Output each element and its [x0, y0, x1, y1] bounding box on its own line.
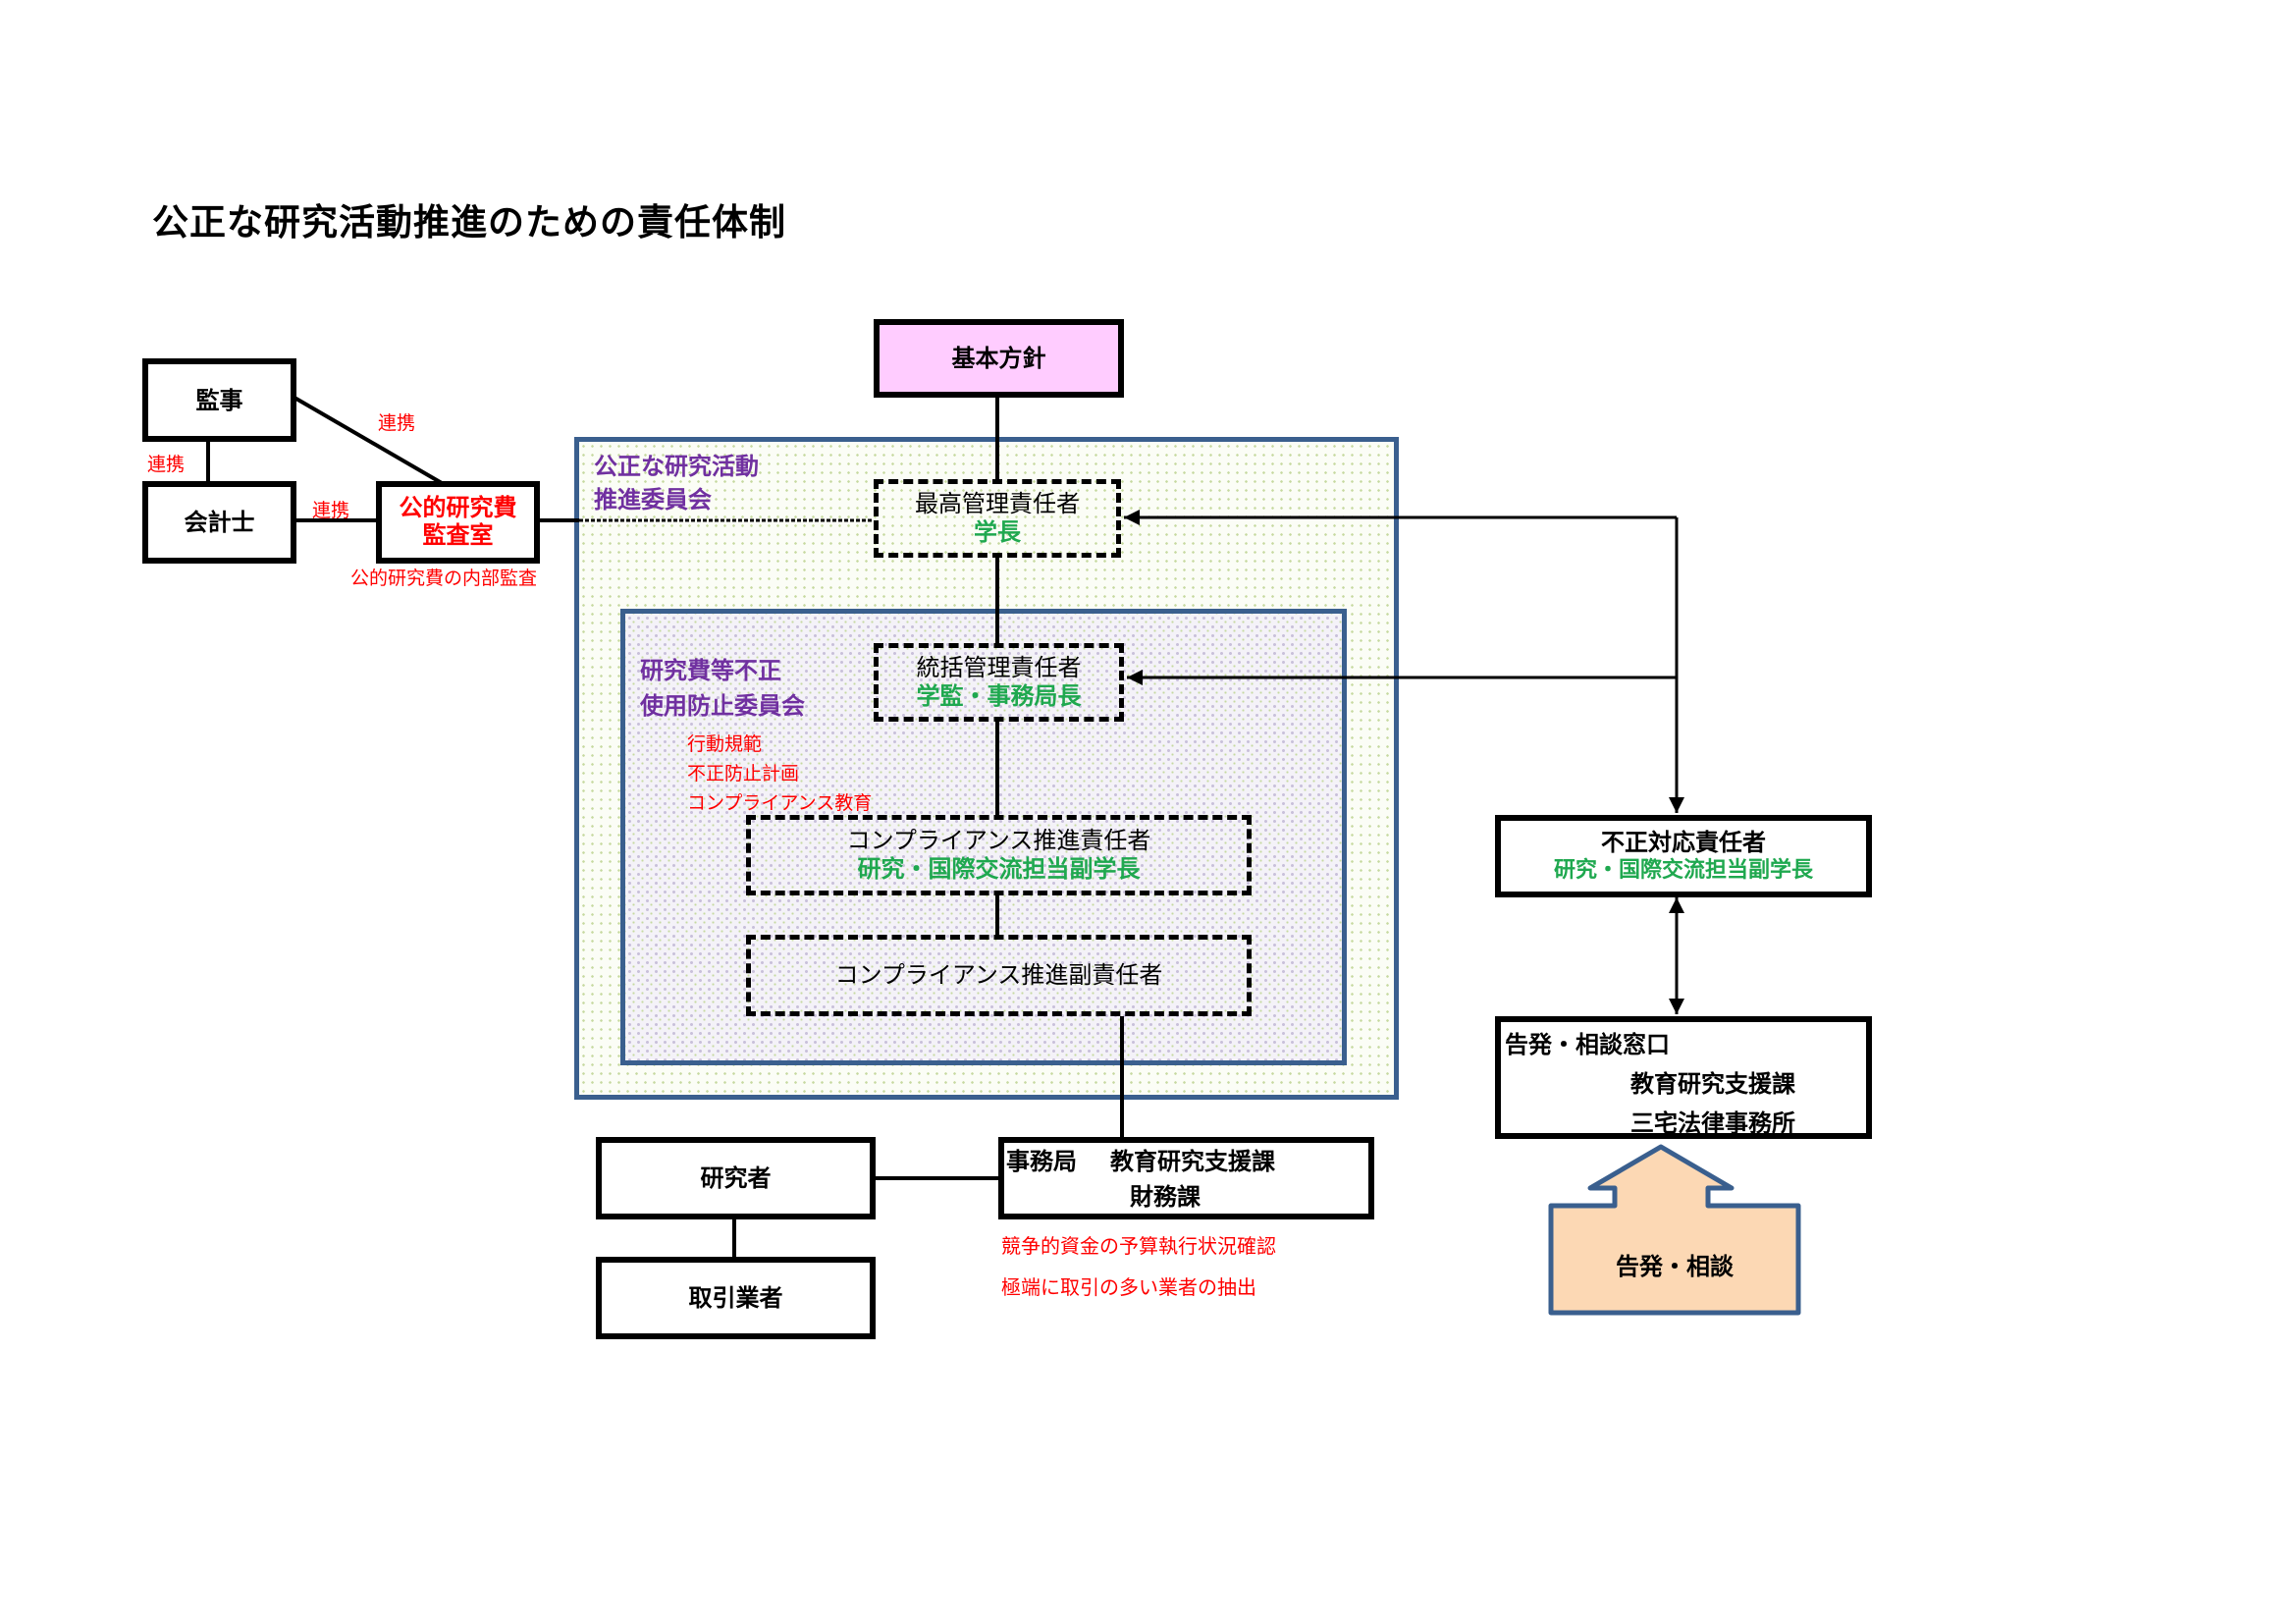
general-manager-role: 統括管理責任者 [916, 654, 1082, 682]
whistleblow-desk-box: 告発・相談窓口 教育研究支援課 三宅法律事務所 [1495, 1016, 1872, 1139]
secretariat-row2: 財務課 [1006, 1180, 1201, 1214]
misuse-committee-label: 研究費等不正 使用防止委員会 [640, 653, 805, 724]
audit-office-line1: 公的研究費 [399, 494, 517, 522]
promotion-committee-line1: 公正な研究活動 [594, 453, 759, 480]
auditor-label: 監事 [195, 386, 243, 414]
audit-office-box: 公的研究費 監査室 [376, 481, 540, 564]
vendor-label: 取引業者 [688, 1284, 783, 1312]
general-manager-box: 統括管理責任者 学監・事務局長 [874, 643, 1124, 722]
vendor-box: 取引業者 [596, 1257, 876, 1339]
compliance-deputy-box: コンプライアンス推進副責任者 [746, 935, 1252, 1016]
whistleblow-desk-label: 告発・相談窓口 [1505, 1031, 1670, 1058]
secretariat-dept1: 教育研究支援課 [1110, 1148, 1275, 1175]
promotion-committee-line2: 推進委員会 [594, 486, 712, 514]
misuse-committee-line2: 使用防止委員会 [640, 692, 805, 720]
accountant-box: 会計士 [142, 481, 296, 564]
misuse-committee-items: 行動規範 不正防止計画 コンプライアンス教育 [687, 730, 872, 818]
basic-policy-box: 基本方針 [874, 319, 1124, 398]
audit-office-note: 公的研究費の内部監査 [350, 568, 538, 589]
audit-office-line2: 監査室 [422, 521, 494, 549]
whistleblow-desk-line2: 三宅法律事務所 [1630, 1109, 1795, 1137]
misconduct-officer-box: 不正対応責任者 研究・国際交流担当副学長 [1495, 815, 1872, 897]
chief-manager-role: 最高管理責任者 [915, 490, 1080, 518]
misconduct-officer-role: 不正対応責任者 [1601, 829, 1766, 857]
researcher-box: 研究者 [596, 1137, 876, 1219]
chief-manager-person: 学長 [974, 518, 1021, 546]
misconduct-officer-person: 研究・国際交流担当副学長 [1553, 858, 1813, 884]
secretariat-label: 事務局 [1006, 1148, 1077, 1175]
accountant-label: 会計士 [184, 509, 255, 536]
secretariat-note-vendors: 極端に取引の多い業者の抽出 [1001, 1275, 1256, 1299]
item-compliance-education: コンプライアンス教育 [687, 792, 873, 814]
compliance-manager-person: 研究・国際交流担当副学長 [857, 855, 1141, 883]
compliance-manager-role: コンプライアンス推進責任者 [846, 827, 1151, 855]
promotion-committee-label: 公正な研究活動 推進委員会 [594, 450, 759, 516]
secretariat-box: 事務局 教育研究支援課 財務課 [998, 1137, 1374, 1219]
auditor-box: 監事 [142, 358, 296, 442]
link-label-auditor-office: 連携 [378, 412, 416, 434]
secretariat-notes: 競争的資金の予算執行状況確認 極端に取引の多い業者の抽出 [1001, 1225, 1276, 1308]
general-manager-person: 学監・事務局長 [916, 682, 1082, 710]
misuse-committee-line1: 研究費等不正 [640, 657, 781, 684]
secretariat-row1: 事務局 教育研究支援課 [1006, 1143, 1275, 1180]
line-auditor-to-office [293, 396, 444, 485]
link-label-accountant-office: 連携 [312, 500, 350, 521]
misuse-committee-frame [620, 609, 1347, 1065]
whistleblow-desk-line1: 教育研究支援課 [1630, 1070, 1795, 1098]
whistleblow-arrow-label: 告発・相談 [1616, 1253, 1734, 1280]
page-title: 公正な研究活動推進のための責任体制 [152, 201, 786, 243]
item-code-of-conduct: 行動規範 [687, 733, 763, 755]
compliance-manager-box: コンプライアンス推進責任者 研究・国際交流担当副学長 [746, 815, 1252, 895]
compliance-deputy-role: コンプライアンス推進副責任者 [834, 961, 1163, 990]
whistleblow-arrow-shape [1548, 1144, 1801, 1316]
researcher-label: 研究者 [700, 1164, 772, 1192]
secretariat-dept2: 財務課 [1130, 1183, 1201, 1211]
chief-manager-box: 最高管理責任者 学長 [874, 479, 1121, 558]
secretariat-note-budget: 競争的資金の予算執行状況確認 [1001, 1234, 1276, 1258]
basic-policy-label: 基本方針 [951, 345, 1046, 372]
link-label-auditor-accountant: 連携 [147, 454, 186, 475]
item-prevention-plan: 不正防止計画 [687, 763, 800, 784]
